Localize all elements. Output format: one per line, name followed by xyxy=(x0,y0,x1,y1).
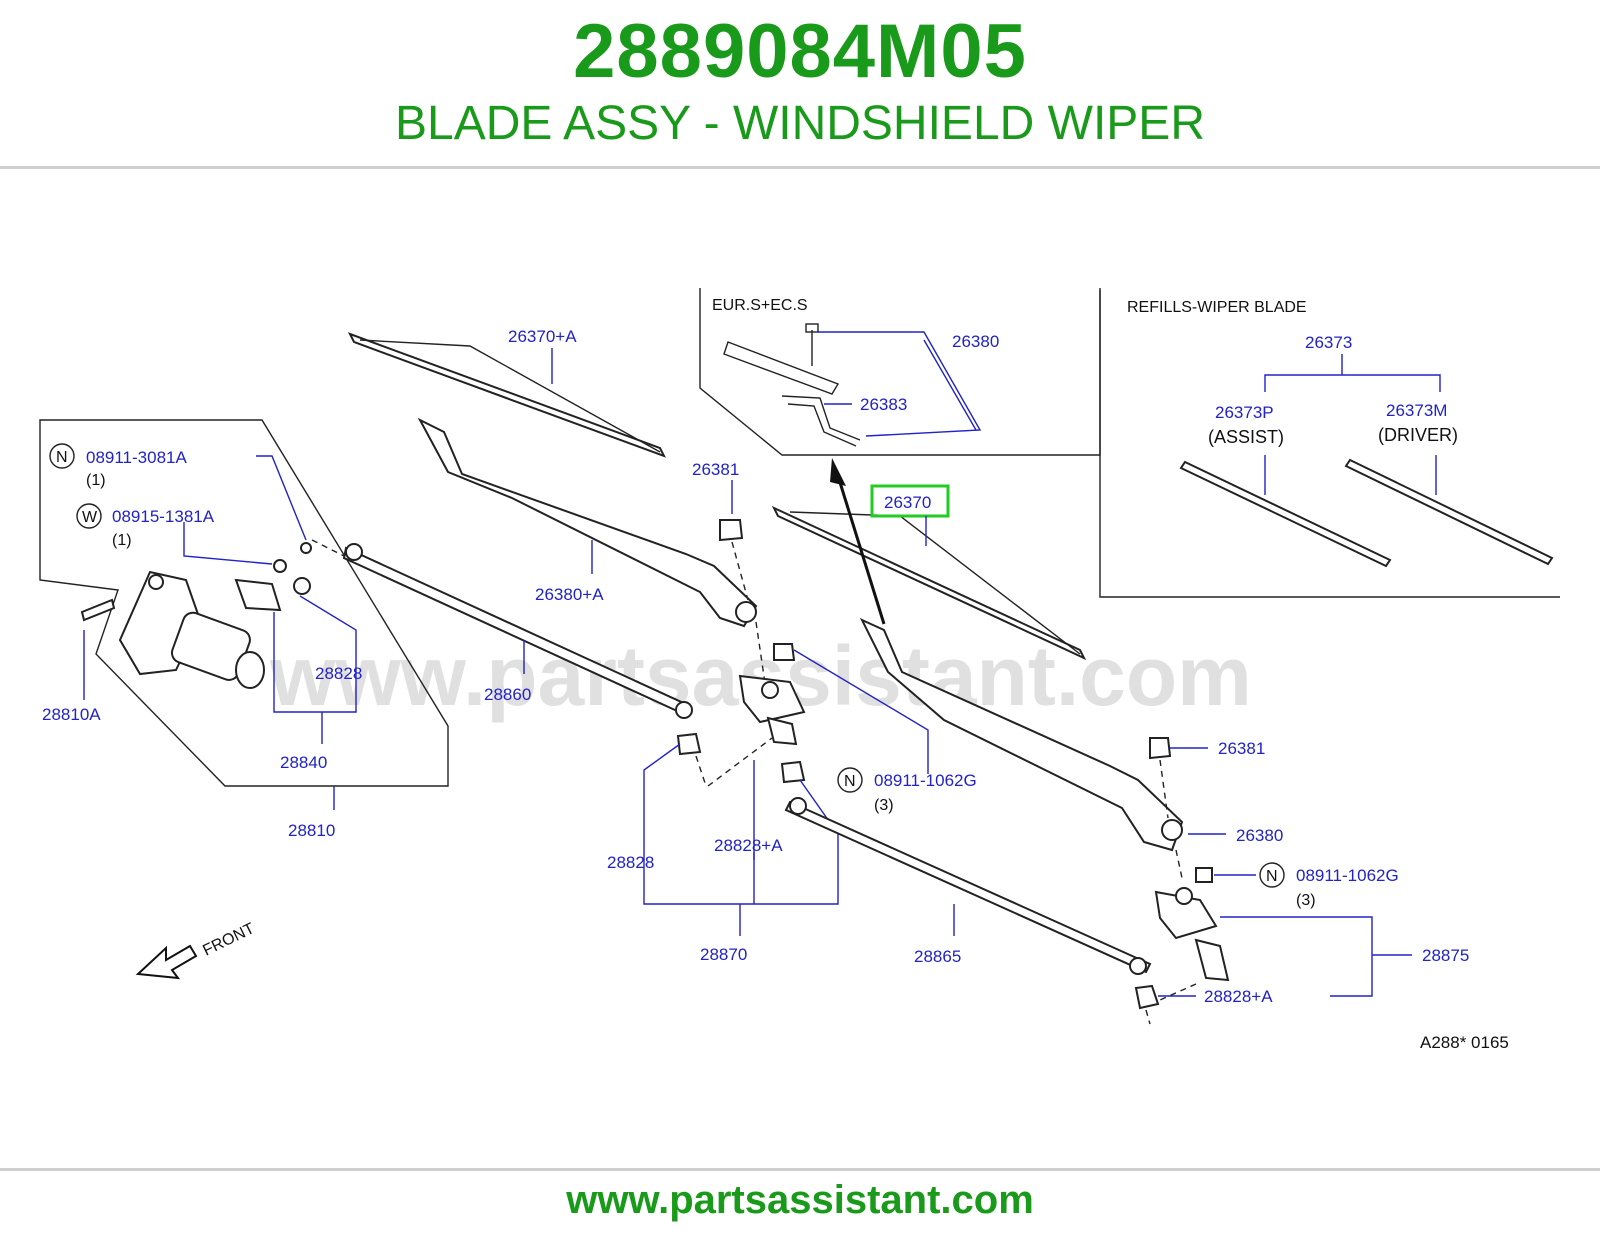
callout-28810A[interactable]: 28810A xyxy=(42,705,101,724)
callout-28828-a[interactable]: 28828 xyxy=(315,664,362,683)
wiper-arm-26380-drawing xyxy=(859,617,1184,852)
arrow-head-icon xyxy=(830,458,846,486)
inset-eur-title: EUR.S+EC.S xyxy=(712,297,808,314)
callout-26373M[interactable]: 26373M xyxy=(1386,401,1447,420)
callout-28875[interactable]: 28875 xyxy=(1422,946,1469,965)
callout-28865[interactable]: 28865 xyxy=(914,947,961,966)
callout-08911-3081A[interactable]: 08911-3081A xyxy=(86,448,187,467)
callout-26381-a[interactable]: 26381 xyxy=(692,460,739,479)
callout-26381-b[interactable]: 26381 xyxy=(1218,739,1265,758)
callout-08911-1062G-a[interactable]: 08911-1062G xyxy=(874,771,977,790)
n-symbol-icon-3 xyxy=(1259,862,1285,888)
part-name-subtitle: BLADE ASSY - WINDSHIELD WIPER xyxy=(395,97,1205,150)
label-driver: (DRIVER) xyxy=(1378,425,1458,445)
front-label: FRONT xyxy=(200,920,257,960)
callout-26380A[interactable]: 26380+A xyxy=(535,585,604,604)
pivot-28870-drawing xyxy=(738,674,806,746)
callout-28828A-b[interactable]: 28828+A xyxy=(1204,987,1273,1006)
callout-08911-1062G-b[interactable]: 08911-1062G xyxy=(1296,866,1399,885)
inset-eur-box: EUR.S+EC.S xyxy=(699,288,1101,456)
bushing-28828A-b xyxy=(1134,984,1160,1010)
arrow-to-inset xyxy=(836,475,886,625)
part-number-title: 2889084M05 xyxy=(573,9,1027,94)
inset-refills-title: REFILLS-WIPER BLADE xyxy=(1127,299,1307,316)
callout-08915-1381A[interactable]: 08915-1381A xyxy=(112,507,215,526)
wiper-blade-26370A-drawing xyxy=(347,332,667,458)
n-symbol-1: N xyxy=(56,449,68,466)
bushing-28828-b xyxy=(676,732,702,756)
n-symbol-3: N xyxy=(1266,868,1278,885)
front-arrow-icon xyxy=(135,944,198,980)
callout-28860[interactable]: 28860 xyxy=(484,685,531,704)
wiper-arm-26380A-drawing xyxy=(417,417,758,628)
qty-08911-1062G-b: (3) xyxy=(1296,892,1316,909)
callout-26380-b[interactable]: 26380 xyxy=(1236,826,1283,845)
n-symbol-icon-1 xyxy=(49,443,75,469)
motor-inset-box xyxy=(39,419,449,787)
header-divider xyxy=(0,166,1600,169)
bushing-28828A-a xyxy=(780,760,806,784)
inset-refills-box: REFILLS-WIPER BLADE xyxy=(1099,290,1560,598)
page-header: 2889084M05 BLADE ASSY - WINDSHIELD WIPER xyxy=(0,0,1600,170)
footer-website-link[interactable]: www.partsassistant.com xyxy=(566,1178,1034,1222)
cap-nut-26381-b xyxy=(1149,737,1172,760)
footer-divider xyxy=(0,1168,1600,1171)
callout-26383[interactable]: 26383 xyxy=(860,395,907,414)
callout-26370[interactable]: 26370 xyxy=(884,493,931,512)
w-symbol-icon xyxy=(76,503,102,529)
callout-28810[interactable]: 28810 xyxy=(288,821,335,840)
n-symbol-icon-2 xyxy=(837,767,863,793)
callout-28870[interactable]: 28870 xyxy=(700,945,747,964)
link-rod-28860-drawing xyxy=(342,543,693,719)
n-symbol-2: N xyxy=(844,773,856,790)
w-symbol: W xyxy=(82,509,98,526)
callout-26373P[interactable]: 26373P xyxy=(1215,403,1274,422)
callout-26373[interactable]: 26373 xyxy=(1305,333,1352,352)
link-rod-28865-drawing xyxy=(784,797,1152,975)
callout-28828A-a[interactable]: 28828+A xyxy=(714,836,783,855)
label-assist: (ASSIST) xyxy=(1208,427,1284,447)
callout-28828-b[interactable]: 28828 xyxy=(607,853,654,872)
pivot-28875-drawing xyxy=(1154,887,1230,982)
nut-08911-1062G-a xyxy=(773,643,796,661)
qty-08911-3081A: (1) xyxy=(86,472,106,489)
callout-26370A[interactable]: 26370+A xyxy=(508,327,577,346)
wiper-motor-drawing xyxy=(80,539,345,689)
cap-nut-26381-a xyxy=(719,519,744,542)
nut-08911-1062G-b xyxy=(1195,867,1213,883)
qty-08911-1062G-a: (3) xyxy=(874,797,894,814)
callout-28840[interactable]: 28840 xyxy=(280,753,327,772)
qty-08915-1381A: (1) xyxy=(112,532,132,549)
diagram-reference: A288* 0165 xyxy=(1420,1033,1509,1052)
callout-26380-top[interactable]: 26380 xyxy=(952,332,999,351)
highlight-box-26370 xyxy=(870,484,950,518)
